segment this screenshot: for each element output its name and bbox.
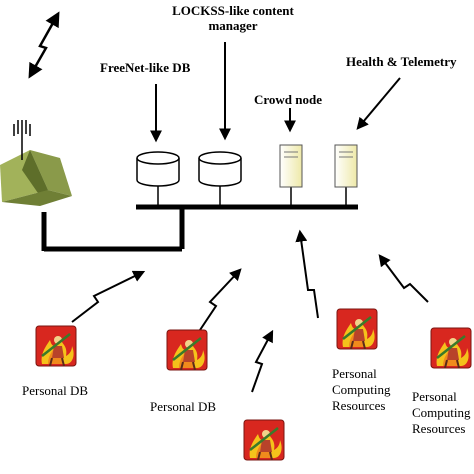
tent-icon [0, 150, 72, 206]
personal-db-label: Personal DB [22, 383, 89, 398]
wireless-links [71, 229, 429, 393]
content-manager-label-line2: manager [208, 18, 258, 33]
database-cylinder-icon [136, 151, 180, 187]
health-telemetry-label: Health & Telemetry [346, 54, 457, 69]
wireless-link-icon [28, 11, 60, 79]
server-tower-icon [334, 144, 358, 188]
fire-character-icon [242, 418, 286, 462]
server-tower-icon [279, 144, 303, 188]
fire-character-icon [34, 324, 78, 368]
personal-computing-label-line1: Personal [412, 389, 457, 404]
label-arrows [150, 42, 401, 143]
freenet-db-label: FreeNet-like DB [100, 60, 191, 75]
fire-character-icon [165, 328, 209, 372]
bus-drops [157, 186, 347, 207]
database-cylinder-icon [198, 151, 242, 187]
fire-character-icon [335, 307, 379, 351]
personal-computing-label-line2: Computing [332, 382, 391, 397]
personal-db-label: Personal DB [150, 399, 217, 414]
personal-computing-label-line2: Computing [412, 405, 471, 420]
personal-computing-label-line3: Resources [332, 398, 386, 413]
content-manager-label: LOCKSS-like content [172, 3, 294, 18]
personal-computing-label-line1: Personal [332, 366, 377, 381]
antenna-icon [13, 120, 31, 160]
personal-computing-label-line3: Resources [412, 421, 466, 436]
network-bus [41, 204, 358, 252]
crowd-node-label: Crowd node [254, 92, 323, 107]
fire-character-icon [429, 326, 473, 370]
